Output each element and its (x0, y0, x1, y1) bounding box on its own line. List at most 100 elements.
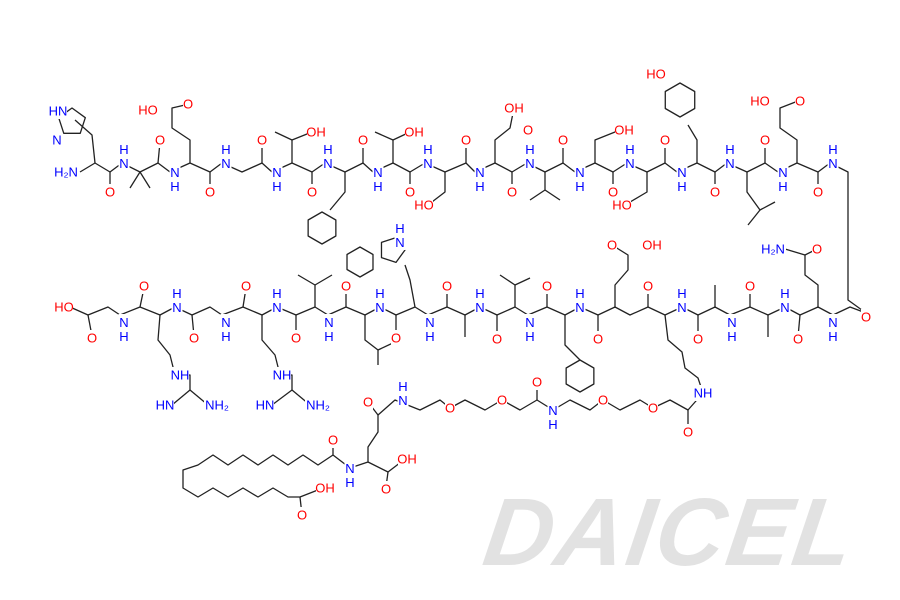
atom-symbol: O (257, 133, 267, 148)
atom-symbol: O (710, 185, 720, 200)
atom-label: O (257, 132, 267, 148)
atom-label: O (795, 93, 805, 109)
atom-label: O (492, 331, 502, 347)
bond (364, 315, 379, 365)
atom-label: O (445, 400, 455, 416)
atom-label: O (241, 278, 251, 294)
bond (779, 100, 799, 163)
atom-label: O (87, 330, 97, 346)
atom-symbol: NH (677, 286, 686, 315)
atom-symbol: O (507, 185, 517, 200)
atom-label: NH (322, 141, 334, 171)
atom-symbol: H₂N (54, 165, 78, 180)
bond (157, 314, 176, 376)
atom-label: O (710, 184, 720, 200)
atom-symbol: NH (575, 286, 584, 315)
atom-label: O (558, 132, 568, 148)
atom-label: HN (256, 397, 274, 413)
atom-symbol: O (795, 94, 805, 109)
atom-label: NH₂ (204, 397, 230, 413)
bond (69, 306, 867, 316)
atom-symbol: HO (138, 103, 158, 118)
bond (139, 171, 151, 189)
atom-label: O (405, 184, 415, 200)
atom-label: O (381, 481, 391, 497)
atom-symbol: NH (423, 142, 432, 171)
atom-symbol: O (381, 482, 391, 497)
atom-label: NH (827, 141, 839, 171)
atom-symbol: O (812, 242, 822, 257)
atom-label: O (291, 330, 301, 346)
bond (611, 244, 629, 307)
atom-symbol: OH (397, 452, 417, 467)
atom-symbol: O (358, 133, 368, 148)
atom-symbol: NH (172, 286, 181, 315)
atom-label: OH (404, 124, 424, 140)
atom-label: NH (220, 141, 232, 171)
atom-symbol: O (598, 393, 608, 408)
bond (594, 129, 621, 163)
atom-label: O (189, 330, 199, 346)
atom-symbol: O (87, 331, 97, 346)
atom-label: HO (646, 66, 666, 82)
atom-symbol: OH (404, 125, 424, 140)
atom-symbol: HN (49, 104, 68, 119)
atom-label: O (297, 507, 307, 523)
atom-symbol: NH (475, 286, 484, 315)
bond (271, 389, 293, 406)
atom-symbol: NH (171, 368, 190, 383)
atom-label: NH (624, 141, 636, 171)
atom-symbol: NH (398, 379, 407, 408)
bond (664, 314, 704, 394)
bond (182, 454, 334, 498)
atom-label: O (358, 132, 368, 148)
bond (564, 315, 581, 361)
atom-symbol: O (297, 508, 307, 523)
atom-label: O (523, 122, 533, 138)
bond (759, 201, 776, 211)
atom-label: NH (524, 141, 536, 171)
atom-symbol: O (558, 133, 568, 148)
atom-label: NH (171, 367, 190, 383)
atom-symbol: NH (725, 142, 734, 171)
bond (494, 107, 515, 163)
bond (499, 274, 516, 307)
atom-symbol: O (445, 401, 455, 416)
atom-symbol: OH (315, 481, 335, 496)
atom-symbol: OH (306, 125, 326, 140)
atom-symbol: O (341, 279, 351, 294)
atom-label: O (139, 278, 149, 294)
atom-symbol: O (155, 133, 165, 148)
atom-symbol: NH (273, 368, 292, 383)
atom-label: OH (397, 451, 417, 467)
bond (329, 172, 346, 211)
atom-symbol: NH₂ (205, 398, 229, 413)
atom-label: NH (676, 285, 688, 315)
atom-label: O (861, 309, 871, 325)
bond (349, 415, 379, 469)
atom-label: NH (394, 220, 406, 250)
atom-label: OH (642, 237, 662, 253)
atom-label: O (442, 278, 452, 294)
atom-symbol: O (405, 185, 415, 200)
atom-label: HN (49, 103, 68, 119)
atom-label: OH (306, 124, 326, 140)
bond (274, 131, 293, 141)
atom-symbol: HO (414, 198, 434, 213)
atom-label: H₂N (760, 241, 786, 257)
atom-symbol: OH (614, 123, 634, 138)
atom-label: O (793, 331, 803, 347)
bond (314, 274, 333, 286)
atom-label: NH (474, 285, 486, 315)
atom-symbol: NH (525, 142, 534, 171)
